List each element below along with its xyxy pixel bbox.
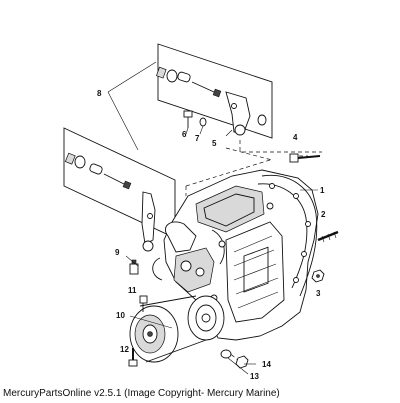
callout-8-leaders: [107, 61, 157, 151]
callout-8: 8: [97, 89, 102, 98]
callout-4: 4: [293, 133, 298, 142]
callout-5: 5: [212, 139, 217, 148]
callout-9: 9: [115, 248, 120, 257]
callout-14: 14: [262, 360, 271, 369]
part-11-bolt: [139, 295, 148, 312]
callout-6: 6: [182, 130, 187, 139]
lower-panel-hardware: [64, 152, 156, 252]
callout-11: 11: [128, 286, 137, 295]
callout-12: 12: [120, 345, 129, 354]
upper-bracket-panel: [156, 43, 273, 139]
part-10-pulley: [129, 295, 225, 363]
callout-7: 7: [195, 134, 200, 143]
callout-3: 3: [316, 289, 321, 298]
part-3-nut: [311, 269, 325, 283]
callout-labels: 1 2 3 4 5 6 7 8 9 10 11 12 13 14: [97, 89, 326, 381]
callout-10: 10: [116, 311, 125, 320]
part-4-bolt: [289, 153, 321, 163]
callout-1: 1: [320, 186, 325, 195]
bolt-6-and-washer-7: [183, 110, 207, 128]
parts-13-14-washer-nut: [220, 349, 249, 369]
upper-panel-hardware: [156, 66, 267, 136]
callout-13: 13: [250, 372, 259, 381]
part-12-bolt: [128, 348, 138, 367]
transmission-housing: [152, 169, 319, 341]
part-2-stud: [317, 230, 339, 243]
callout-leaders: [125, 125, 318, 375]
lower-bracket-panel: [63, 127, 176, 252]
part-9-sensor: [129, 259, 139, 275]
callout-2: 2: [321, 210, 326, 219]
image-caption: MercuryPartsOnline v2.5.1 (Image Copyrig…: [3, 388, 280, 399]
